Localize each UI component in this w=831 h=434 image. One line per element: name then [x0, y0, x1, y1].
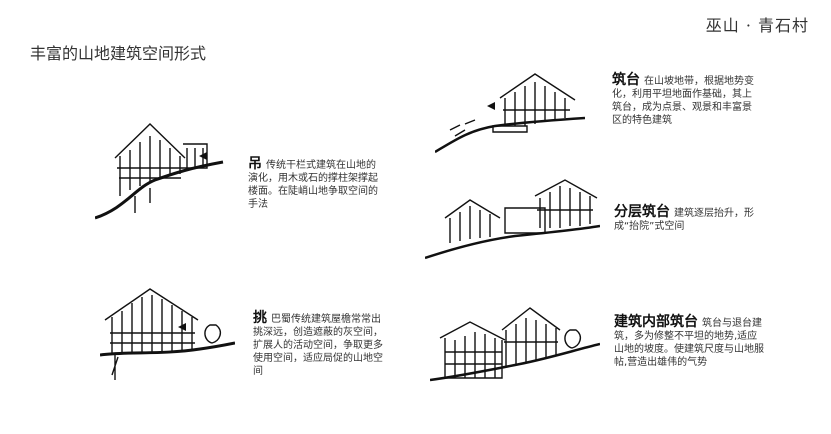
desc-layered: 分层筑台建筑逐层抬升，形成“抬院”式空间	[614, 204, 764, 233]
desc-terrace-key: 筑台	[612, 72, 640, 88]
desc-layered-text: 建筑逐层抬升，形成“抬院”式空间	[614, 208, 754, 232]
desc-terrace: 筑台在山坡地带，根据地势变化，利用平坦地面作基础，其上筑台，成为点景、观景和丰富…	[612, 72, 760, 127]
sketch-layered-terrace	[425, 178, 600, 263]
desc-internal: 建筑内部筑台筑台与退台建筑，多为修整不平坦的地势,适应山地的坡度。使建筑尺度与山…	[614, 314, 764, 369]
desc-overhang-text: 巴蜀传统建筑屋檐常常出挑深远，创造遮蔽的灰空间，扩展人的活动空间，争取更多使用空…	[253, 314, 383, 377]
sketch-overhang-house	[100, 285, 235, 385]
sketch-terrace-house	[435, 70, 585, 155]
desc-overhang-key: 挑	[253, 310, 267, 326]
desc-terrace-text: 在山坡地带，根据地势变化，利用平坦地面作基础，其上筑台，成为点景、观景和丰富景区…	[612, 76, 754, 126]
desc-stilt: 吊传统干栏式建筑在山地的演化，用木或石的撑柱架撑起楼面。在陡峭山地争取空间的手法	[248, 156, 384, 211]
desc-overhang: 挑巴蜀传统建筑屋檐常常出挑深远，创造遮蔽的灰空间，扩展人的活动空间，争取更多使用…	[253, 310, 383, 378]
desc-internal-key: 建筑内部筑台	[614, 314, 698, 330]
brand-title: 巫山 · 青石村	[705, 16, 809, 35]
sketch-internal-terrace	[430, 300, 600, 385]
desc-layered-key: 分层筑台	[614, 204, 670, 220]
page-title: 丰富的山地建筑空间形式	[30, 44, 207, 63]
desc-stilt-text: 传统干栏式建筑在山地的演化，用木或石的撑柱架撑起楼面。在陡峭山地争取空间的手法	[248, 160, 378, 210]
desc-stilt-key: 吊	[248, 156, 262, 172]
sketch-stilt-house	[95, 118, 225, 223]
desc-internal-text: 筑台与退台建筑，多为修整不平坦的地势,适应山地的坡度。使建筑尺度与山地服帖,营造…	[614, 318, 764, 368]
